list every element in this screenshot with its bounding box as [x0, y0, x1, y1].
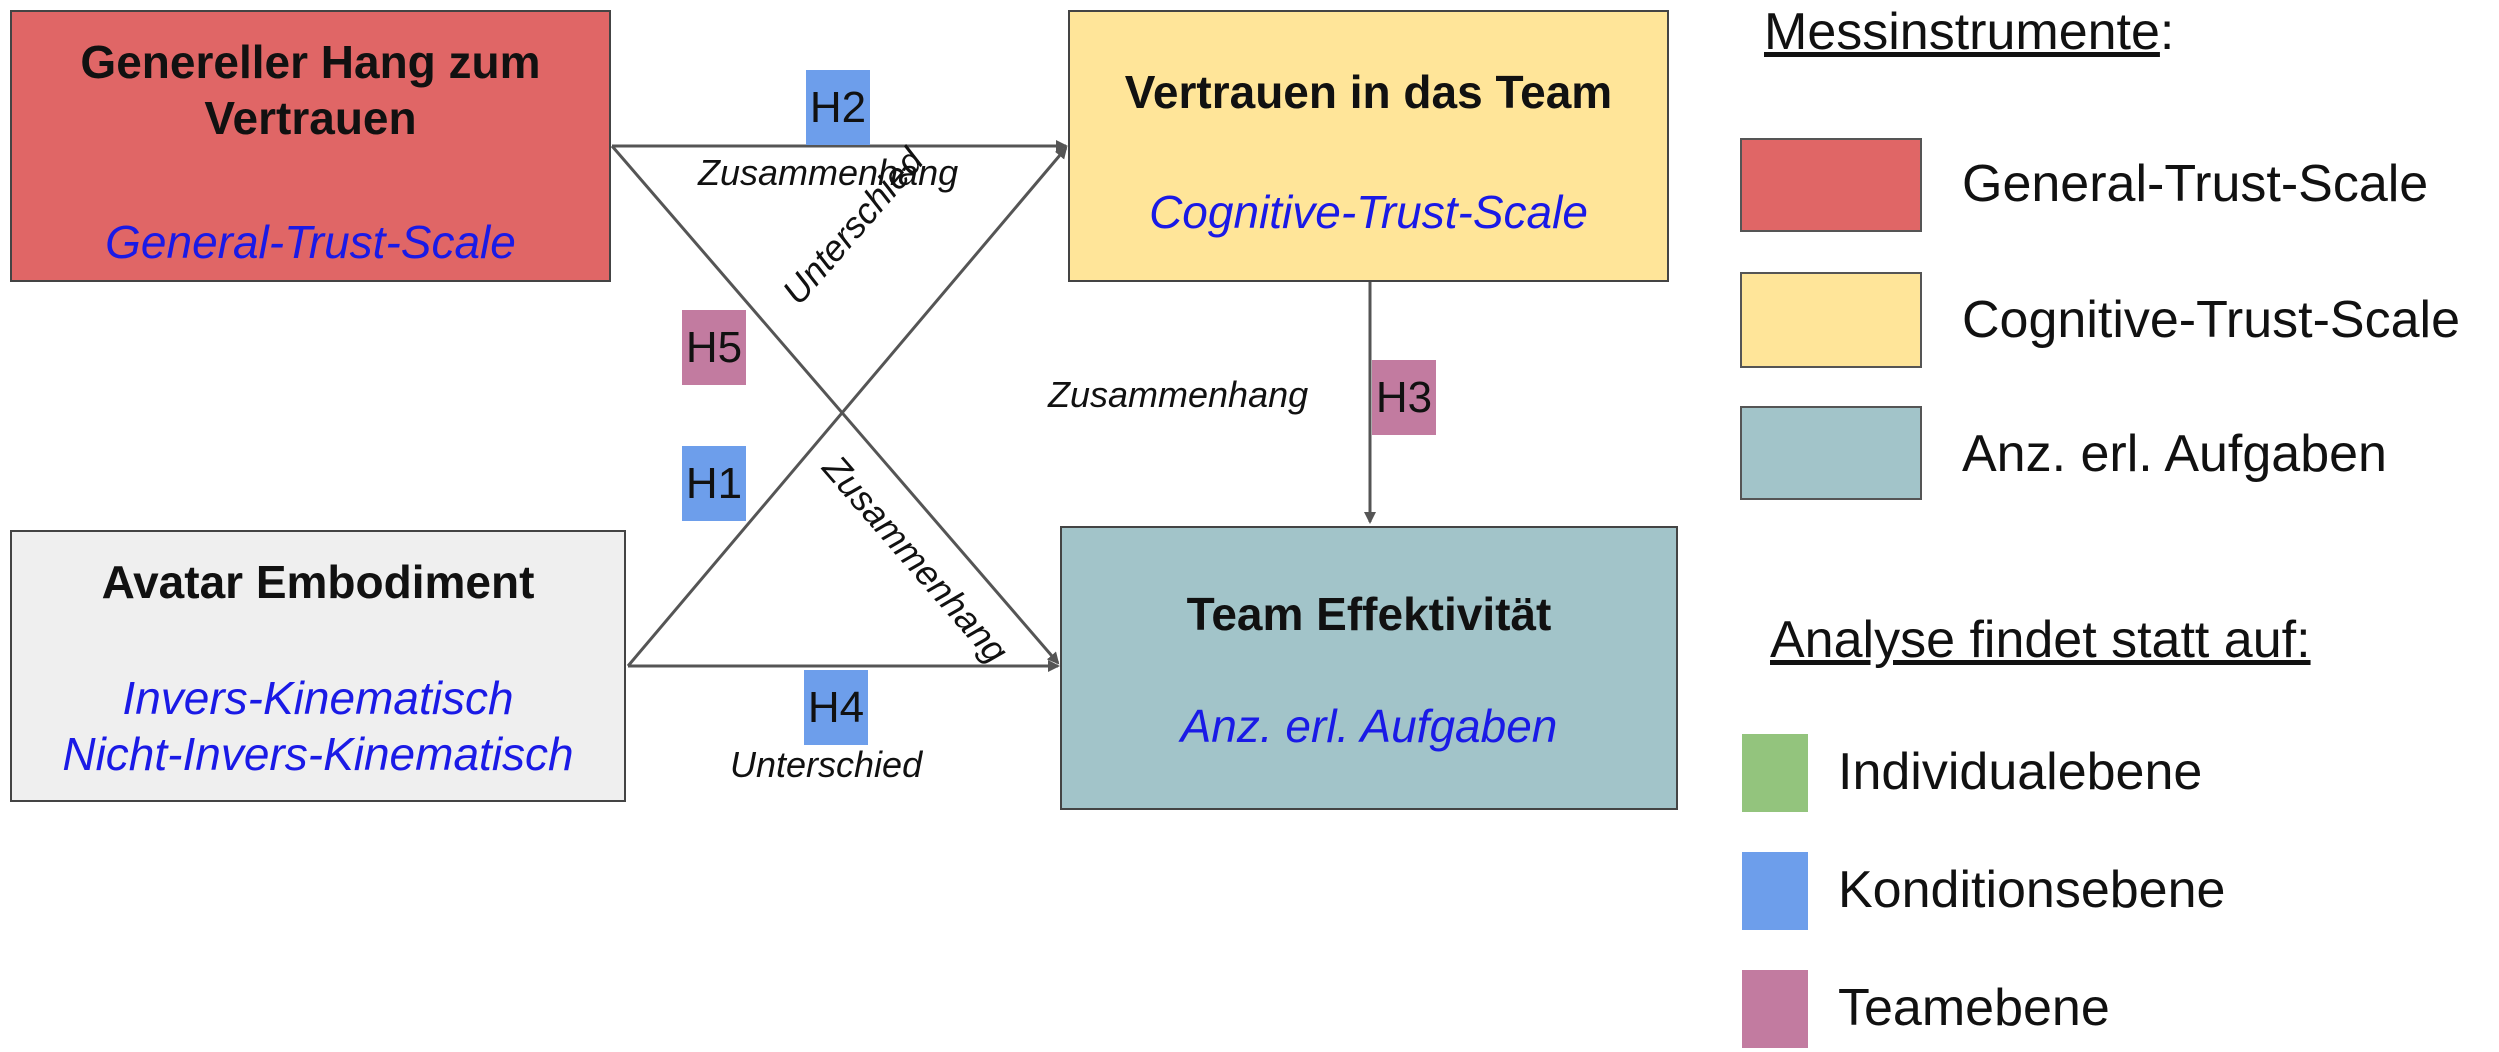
legend-swatch-team — [1742, 970, 1808, 1048]
badge-h2: H2 — [806, 70, 870, 145]
legend-swatch-general-trust — [1740, 138, 1922, 232]
box-avatar-title: Avatar Embodiment — [101, 556, 535, 608]
relation-label-h4: Unterschied — [730, 744, 923, 785]
box-trust-team: Vertrauen in das Team Cognitive-Trust-Sc… — [1068, 10, 1669, 282]
box-effectiveness-title: Team Effektivität — [1186, 588, 1552, 640]
badge-h3: H3 — [1372, 360, 1436, 435]
badge-h5: H5 — [682, 310, 746, 385]
legend-instruments-heading-colon: : — [2159, 3, 2175, 61]
legend-label-general-trust: General-Trust-Scale — [1962, 155, 2429, 213]
legend-swatch-condition — [1742, 852, 1808, 930]
box-avatar-embodiment: Avatar Embodiment Invers-Kinematisch Nic… — [10, 530, 626, 802]
box-effectiveness-instrument: Anz. erl. Aufgaben — [1180, 700, 1558, 752]
legend-swatch-tasks — [1740, 406, 1922, 500]
relation-label-h2: Zusammenhang — [698, 152, 959, 193]
box-avatar-instrument-1: Invers-Kinematisch — [122, 672, 514, 724]
legend-label-individual: Individualebene — [1838, 743, 2203, 801]
arrow-h1 — [626, 146, 1068, 667]
box-general-trust-instrument: General-Trust-Scale — [105, 216, 516, 268]
box-general-trust-title: Genereller Hang zum Vertrauen — [80, 36, 541, 144]
badge-h1: H1 — [682, 446, 746, 521]
legend-label-tasks: Anz. erl. Aufgaben — [1962, 425, 2387, 483]
legend-label-condition: Konditionsebene — [1838, 861, 2226, 919]
legend-swatch-cognitive-trust — [1740, 272, 1922, 368]
legend-instruments-heading: Messinstrumente: — [1764, 2, 2174, 62]
relation-label-h3: Zusammenhang — [1048, 374, 1309, 415]
legend-instruments-heading-text: Messinstrumente — [1764, 3, 2160, 61]
box-general-trust: Genereller Hang zum Vertrauen General-Tr… — [10, 10, 611, 282]
box-trust-team-instrument: Cognitive-Trust-Scale — [1149, 186, 1588, 238]
legend-label-team: Teamebene — [1838, 979, 2110, 1037]
box-avatar-instrument-2: Nicht-Invers-Kinematisch — [62, 728, 574, 780]
badge-h4: H4 — [804, 670, 868, 745]
legend-levels-heading: Analyse findet statt auf: — [1770, 611, 2311, 669]
box-trust-team-title: Vertrauen in das Team — [1124, 66, 1613, 118]
legend-swatch-individual — [1742, 734, 1808, 812]
arrow-h5 — [610, 145, 1060, 665]
box-team-effectiveness: Team Effektivität Anz. erl. Aufgaben — [1060, 526, 1678, 810]
legend-label-cognitive-trust: Cognitive-Trust-Scale — [1962, 291, 2461, 349]
